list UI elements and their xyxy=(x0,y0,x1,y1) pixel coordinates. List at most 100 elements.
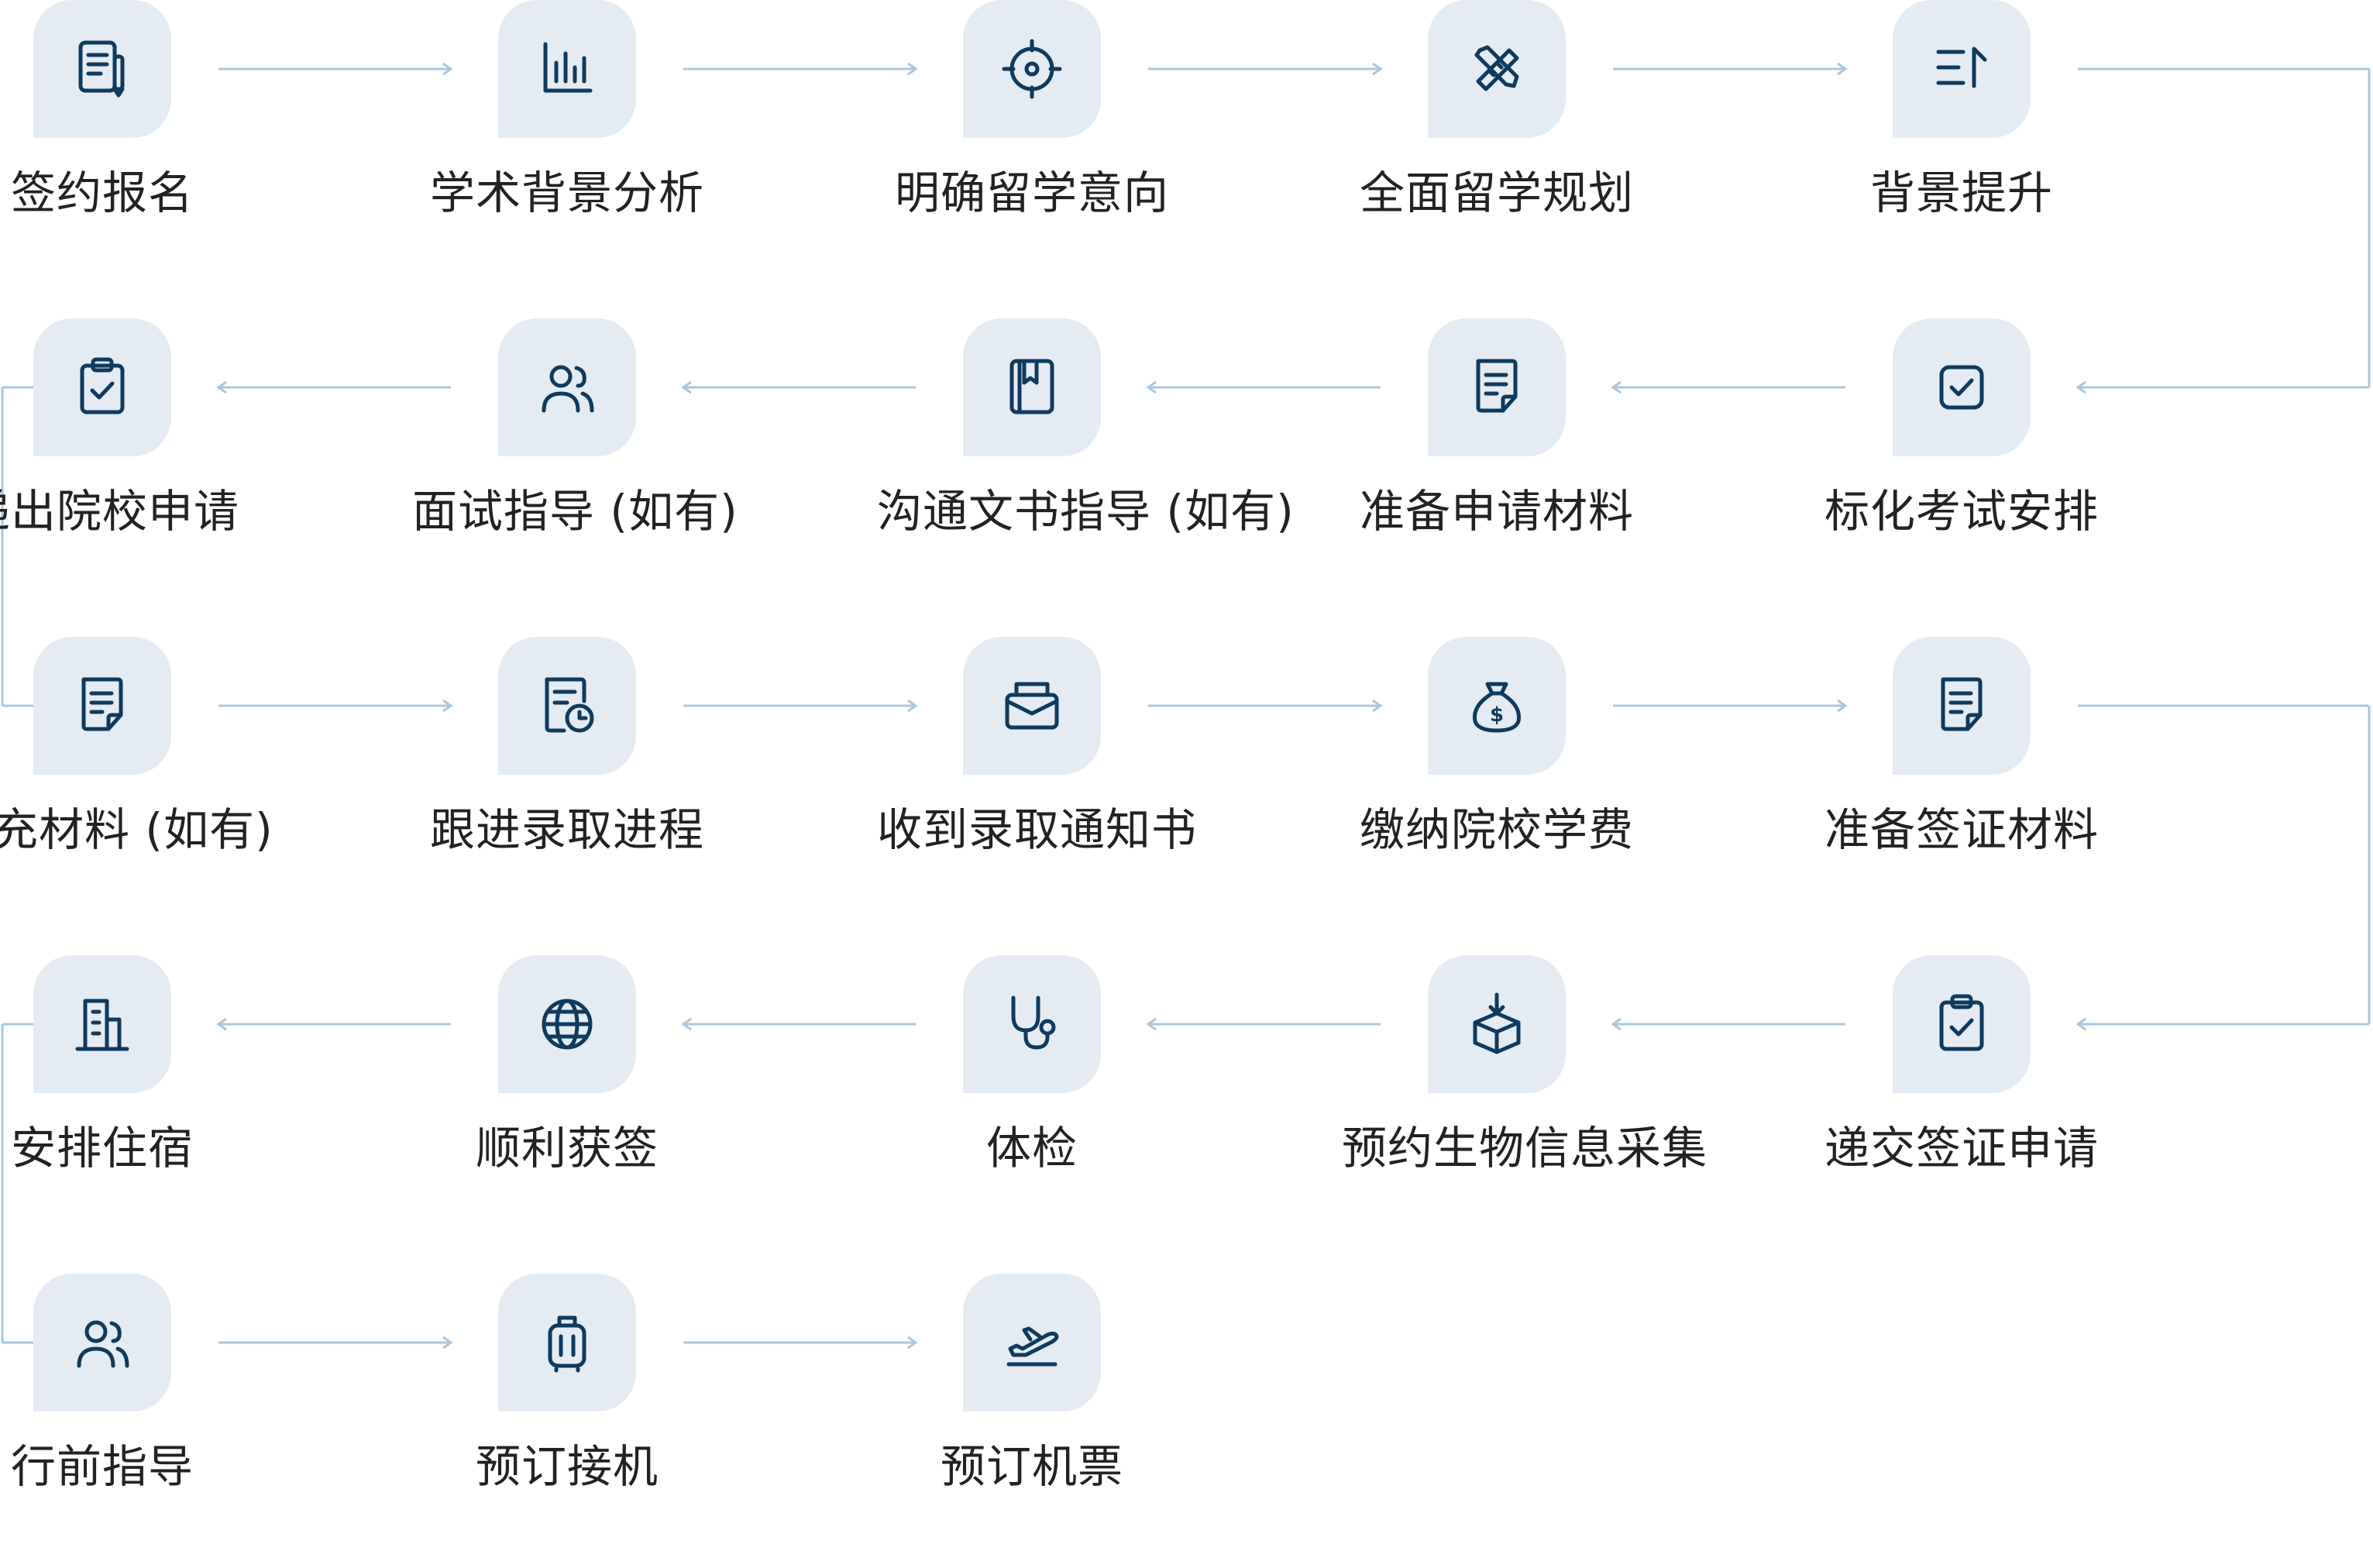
arrowhead xyxy=(442,62,453,76)
money-bag-icon: $ xyxy=(1472,682,1522,733)
step-label: 签约报名 xyxy=(10,167,194,219)
process-flow-diagram: 签约报名学术背景分析明确留学意向全面留学规划背景提升标化考试安排准备申请材料沟通… xyxy=(0,0,2371,1493)
bar-chart-icon xyxy=(543,42,593,93)
step-9: 面试指导 (如有) xyxy=(412,318,738,613)
step-icon-tile xyxy=(1428,0,1566,138)
step-label: 预订接机 xyxy=(475,1440,659,1493)
arrowhead xyxy=(2076,1017,2086,1031)
step-icon-tile xyxy=(33,637,171,775)
step-label: 准备申请材料 xyxy=(1359,485,1634,538)
connector-layer xyxy=(1,62,2371,1350)
arrowhead xyxy=(681,380,692,394)
step-icon-tile xyxy=(498,1274,636,1412)
step-label: 体检 xyxy=(985,1122,1078,1174)
step-13: 收到录取通知书 xyxy=(877,637,1198,931)
step-icon-tile xyxy=(498,955,636,1093)
ruler-pencil-icon xyxy=(1474,45,1519,91)
book-icon xyxy=(1009,359,1054,414)
users-icon xyxy=(77,1320,129,1368)
arrowhead xyxy=(1372,699,1383,713)
plane-icon xyxy=(1006,1326,1059,1367)
step-5: 背景提升 xyxy=(1807,0,2117,294)
step-icon-tile xyxy=(963,1274,1101,1412)
step-label: 明确留学意向 xyxy=(894,167,1169,219)
arrowhead xyxy=(1146,1017,1157,1031)
arrowhead xyxy=(442,699,453,713)
document-icon xyxy=(1476,359,1518,413)
globe-icon xyxy=(542,999,593,1050)
step-14: $ 缴纳院校学费 xyxy=(1342,637,1652,931)
arrowhead xyxy=(1372,62,1383,76)
step-icon-tile xyxy=(1428,318,1566,456)
step-icon-tile xyxy=(1893,318,2031,456)
clipboard-check-icon xyxy=(1939,994,1984,1051)
users-icon xyxy=(542,365,594,413)
step-label: 学术背景分析 xyxy=(429,167,704,219)
building-icon xyxy=(75,999,129,1051)
step-label: 缴纳院校学费 xyxy=(1359,803,1634,856)
contract-doc-icon xyxy=(78,40,125,98)
step-15: 准备签证材料 xyxy=(1807,637,2117,931)
arrowhead xyxy=(216,1017,227,1031)
step-20: 安排住宿 xyxy=(0,955,257,1250)
step-icon-tile xyxy=(33,1274,171,1412)
arrowhead xyxy=(442,1336,453,1350)
arrowhead xyxy=(1611,380,1622,394)
step-icon-tile xyxy=(1428,955,1566,1093)
step-2: 学术背景分析 xyxy=(412,0,722,294)
stethoscope-icon xyxy=(1011,995,1056,1050)
step-21: 行前指导 xyxy=(0,1274,257,1568)
step-label: 面试指导 (如有) xyxy=(412,485,738,538)
step-label: 安排住宿 xyxy=(10,1122,194,1174)
arrowhead xyxy=(907,62,918,76)
step-4: 全面留学规划 xyxy=(1342,0,1652,294)
step-19: 顺利获签 xyxy=(412,955,722,1250)
step-icon-tile xyxy=(33,318,171,456)
step-label: 背景提升 xyxy=(1869,167,2053,219)
step-icon-tile xyxy=(963,955,1101,1093)
step-7: 准备申请材料 xyxy=(1342,318,1652,613)
step-label: 补充材料 (如有) xyxy=(0,803,273,856)
step-label: 预约生物信息采集 xyxy=(1342,1122,1708,1174)
svg-text:$: $ xyxy=(1490,703,1504,727)
step-17: 预约生物信息采集 xyxy=(1342,955,1708,1250)
step-label: 跟进录取进程 xyxy=(429,803,704,856)
step-8: 沟通文书指导 (如有) xyxy=(877,318,1295,613)
checkbox-icon xyxy=(1939,365,1984,410)
step-11: 补充材料 (如有) xyxy=(0,637,273,931)
step-label: 行前指导 xyxy=(10,1440,194,1493)
envelope-icon xyxy=(1005,682,1059,730)
step-icon-tile xyxy=(1893,0,2031,138)
luggage-icon xyxy=(548,1315,586,1373)
arrowhead xyxy=(1146,380,1157,394)
step-label: 收到录取通知书 xyxy=(877,803,1198,856)
arrowhead xyxy=(907,699,918,713)
step-3: 明确留学意向 xyxy=(877,0,1187,294)
step-10: 递出院校申请 xyxy=(0,318,257,613)
step-22: 预订接机 xyxy=(412,1274,722,1568)
document-icon xyxy=(1941,677,1983,731)
step-icon-tile xyxy=(963,637,1101,775)
step-icon-tile: $ xyxy=(1428,637,1566,775)
step-label: 顺利获签 xyxy=(475,1122,659,1174)
step-icon-tile xyxy=(1893,955,2031,1093)
step-icon-tile xyxy=(1893,637,2031,775)
step-label: 沟通文书指导 (如有) xyxy=(877,485,1295,538)
sort-up-icon xyxy=(1936,46,1987,88)
step-icon-tile xyxy=(498,637,636,775)
step-1: 签约报名 xyxy=(0,0,257,294)
step-label: 递交签证申请 xyxy=(1824,1122,2099,1174)
step-label: 准备签证材料 xyxy=(1824,803,2099,856)
target-icon xyxy=(1002,39,1062,99)
step-label: 递出院校申请 xyxy=(0,485,239,538)
step-icon-tile xyxy=(963,0,1101,138)
arrowhead xyxy=(1611,1017,1622,1031)
step-label: 全面留学规划 xyxy=(1359,167,1634,219)
step-icon-tile xyxy=(498,318,636,456)
arrowhead xyxy=(907,1336,918,1350)
clipboard-check-icon xyxy=(80,357,125,414)
step-icon-tile xyxy=(33,0,171,138)
document-icon xyxy=(81,677,123,731)
step-23: 预订机票 xyxy=(877,1274,1187,1568)
arrowhead xyxy=(1837,699,1848,713)
